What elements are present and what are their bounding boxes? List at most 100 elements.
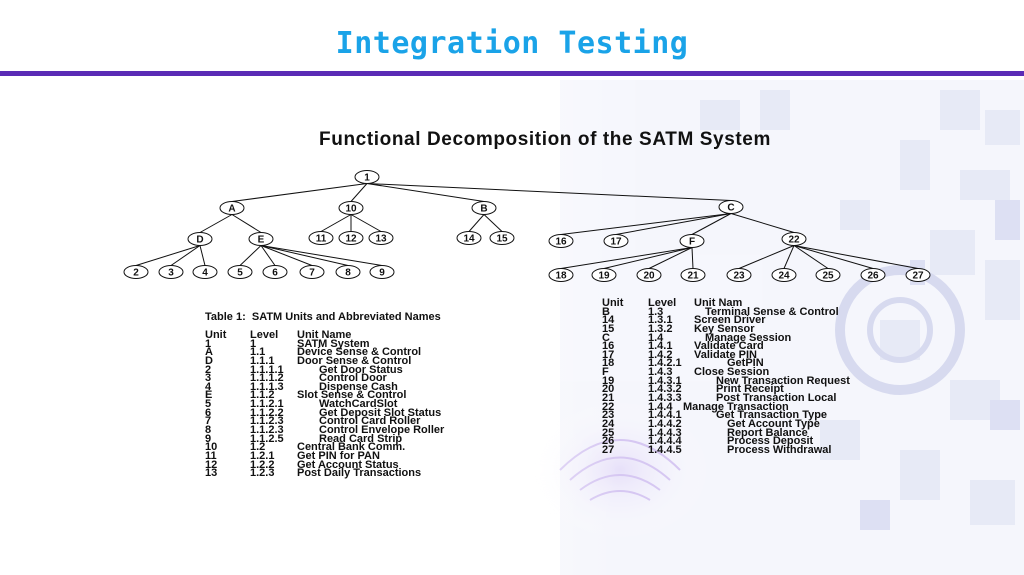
unit-cell: 16: [602, 340, 615, 353]
level-cell: 1.1.2.2: [250, 406, 284, 419]
tree-node-E: E: [248, 232, 274, 246]
tree-node-26: 26: [860, 268, 886, 282]
tree-edge-D-2: [135, 245, 201, 266]
unit-name-cell: Terminal Sense & Control: [705, 305, 839, 318]
unit-cell: 25: [602, 426, 615, 439]
unit-name-cell: Validate Card: [694, 340, 764, 353]
tree-edge-B-15: [483, 214, 503, 232]
tree-node-8: 8: [335, 265, 361, 279]
level-cell: 1.4.4.2: [648, 417, 682, 430]
tree-node-label: 7: [309, 268, 315, 279]
level-cell: 1.3.2: [648, 322, 673, 335]
tree-node-label: 16: [555, 237, 567, 248]
tree-node-label: 21: [687, 271, 699, 282]
tree-edge-B-14: [468, 214, 485, 232]
tree-node-21: 21: [680, 268, 706, 282]
unit-cell: 23: [602, 409, 615, 422]
tree-node-label: 22: [788, 235, 800, 246]
unit-name-cell: Screen Driver: [694, 314, 766, 327]
tree-node-F: F: [679, 234, 705, 248]
unit-name-cell: Process Deposit: [727, 435, 814, 448]
tree-node-D: D: [187, 232, 213, 246]
diagram-title: Functional Decomposition of the SATM Sys…: [319, 129, 771, 150]
tree-node-C: C: [718, 200, 744, 214]
unit-cell: E: [205, 389, 213, 402]
unit-cell: 8: [205, 424, 212, 437]
tree-node-label: 8: [345, 268, 351, 279]
unit-cell: 17: [602, 348, 615, 361]
tree-edge-E-8: [260, 245, 349, 266]
tree-node-label: 4: [202, 268, 208, 279]
tree-edge-F-18: [560, 247, 693, 269]
unit-name-cell: Post Transaction Local: [716, 392, 837, 405]
unit-name-cell: Process Withdrawal: [727, 443, 832, 456]
level-cell: 1.1.2.5: [250, 432, 284, 445]
tree-node-label: 5: [237, 268, 243, 279]
tree-edge-C-22: [730, 213, 795, 233]
tree-edge-10-11: [320, 214, 352, 232]
tree-edge-A-E: [231, 214, 262, 233]
level-cell: 1.4.1: [648, 340, 673, 353]
unit-cell: 19: [602, 374, 615, 387]
tree-node-label: E: [258, 235, 265, 246]
tree-edge-1-C: [366, 183, 732, 201]
unit-cell: Unit: [602, 297, 624, 309]
unit-name-cell: Post Daily Transactions: [297, 467, 422, 480]
tree-node-label: 11: [316, 234, 327, 245]
tree-node-label: 10: [345, 204, 357, 215]
tree-node-24: 24: [771, 268, 797, 282]
unit-cell: A: [205, 346, 213, 359]
tree-edge-F-20: [648, 247, 693, 269]
left-units-table: Table 1: SATM Units and Abbreviated Name…: [205, 296, 445, 480]
tree-node-label: 25: [822, 271, 834, 282]
level-cell: 1.4.4: [648, 400, 673, 413]
unit-cell: 9: [205, 432, 212, 445]
unit-cell: 13: [205, 467, 218, 480]
tree-edge-C-17: [615, 213, 732, 235]
tree-node-25: 25: [815, 268, 841, 282]
title-underline: [0, 71, 1024, 76]
unit-name-cell: Door Sense & Control: [297, 354, 412, 367]
tree-node-17: 17: [603, 234, 629, 248]
tree-node-1: 1: [354, 170, 380, 184]
unit-cell: C: [602, 331, 610, 344]
tree-node-label: 14: [463, 234, 475, 245]
tree-node-label: 17: [610, 237, 622, 248]
level-cell: 1.4.3: [648, 366, 673, 379]
unit-cell: 5: [205, 398, 212, 411]
unit-name-cell: Close Session: [694, 366, 770, 379]
tree-edge-1-A: [231, 183, 368, 202]
unit-cell: 2: [205, 363, 212, 376]
unit-name-cell: Unit Nam: [694, 297, 743, 309]
tree-node-20: 20: [636, 268, 662, 282]
unit-cell: 3: [205, 372, 212, 385]
tree-edge-E-6: [260, 245, 276, 266]
unit-name-cell: WatchCardSlot: [319, 398, 398, 411]
tree-edge-1-B: [366, 183, 485, 202]
tree-edge-22-24: [783, 245, 795, 269]
tree-node-label: F: [689, 237, 695, 248]
level-cell: 1.4.2.1: [648, 357, 682, 370]
tree-node-2: 2: [123, 265, 149, 279]
unit-cell: 24: [602, 417, 615, 430]
tree-node-label: 13: [375, 234, 387, 245]
tree-node-A: A: [219, 201, 245, 215]
tree-node-label: 18: [555, 271, 567, 282]
tree-node-14: 14: [456, 231, 482, 245]
tree-node-label: 3: [168, 268, 174, 279]
tree-node-label: 23: [733, 271, 745, 282]
unit-name-cell: Control Envelope Roller: [319, 424, 445, 437]
level-cell: 1.1.2.3: [250, 424, 284, 437]
